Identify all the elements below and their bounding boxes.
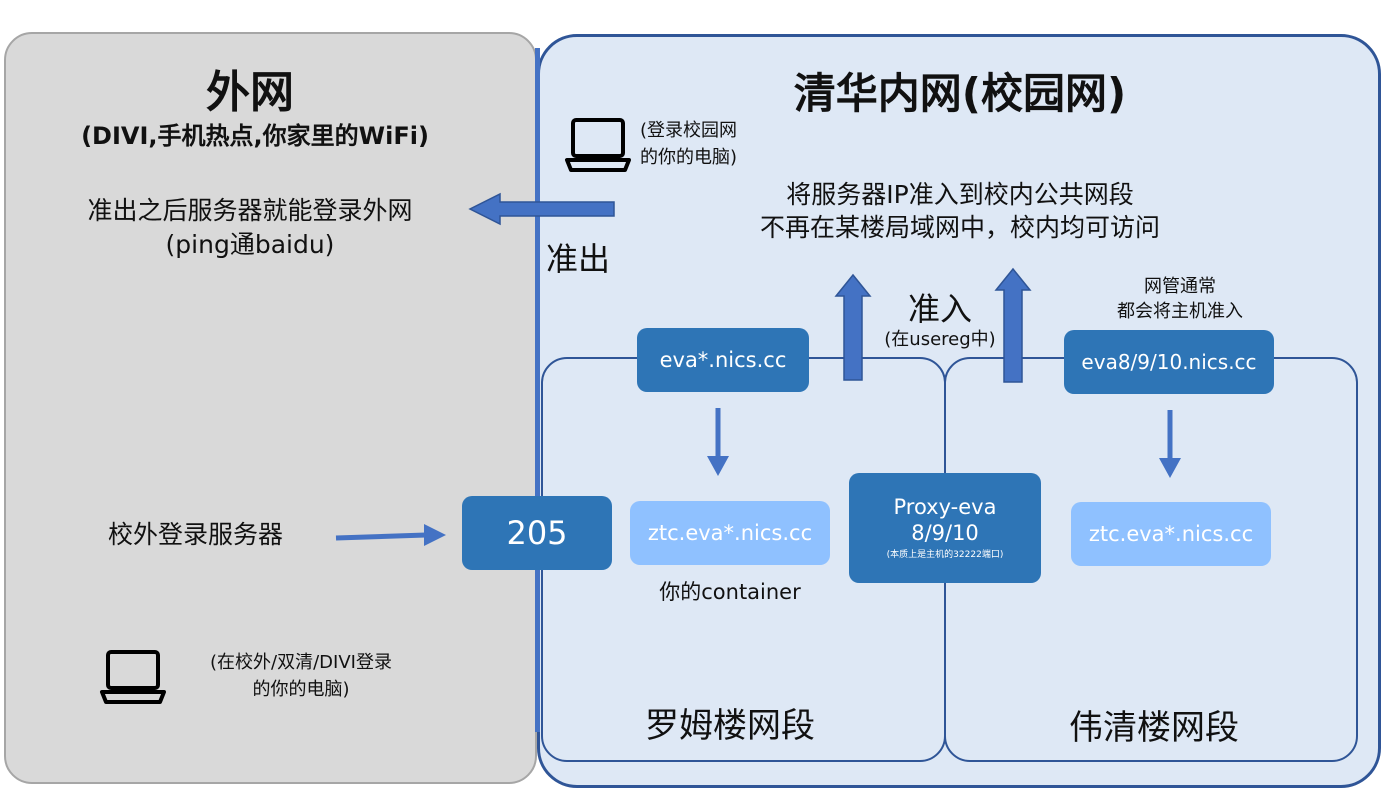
admin-note-line1: 网管通常: [1144, 276, 1216, 297]
login-from-outside-label: 校外登录服务器: [108, 520, 284, 549]
outside-laptop-note-line2: 的你的电脑): [252, 679, 350, 700]
outbound-text-line1: 准出之后服务器就能登录外网: [87, 196, 413, 225]
proxy-line1: Proxy-eva: [893, 495, 997, 519]
outbound-text-line2: (ping通baidu): [165, 230, 335, 259]
campus-title: 清华内网(校园网): [793, 69, 1127, 118]
luo-down-arrow: [707, 456, 729, 476]
zhunru-note: (在usereg中): [884, 329, 996, 350]
access-text-line1: 将服务器IP准入到校内公共网段: [786, 180, 1134, 209]
access-text-line2: 不再在某楼局域网中，校内均可访问: [759, 213, 1160, 242]
wei-container-box: ztc.eva*.nics.cc: [1071, 502, 1271, 566]
proxy-line2: 8/9/10: [911, 521, 979, 545]
network-divider: [535, 48, 540, 732]
external-title: 外网: [206, 67, 294, 118]
external-subtitle: (DIVI,手机热点,你家里的WiFi): [81, 122, 429, 150]
proxy-note: (本质上是主机的32222端口): [886, 550, 1004, 560]
external-network-panel: [4, 32, 537, 784]
container-caption: 你的container: [659, 580, 801, 604]
zhunchu-label: 准出: [546, 240, 611, 278]
luo-zone-label: 罗姆楼网段: [645, 706, 815, 746]
campus-laptop-note-line1: (登录校园网: [640, 120, 738, 141]
wei-zone-label: 伟清楼网段: [1069, 708, 1239, 748]
luo-host-box: eva*.nics.cc: [637, 328, 809, 392]
outbound-arrow: [468, 192, 615, 226]
login-arrow-head: [424, 524, 446, 546]
zhunru-arrow-left: [834, 273, 872, 381]
luo-container-box: ztc.eva*.nics.cc: [630, 501, 830, 565]
laptop-icon: [565, 118, 631, 172]
campus-laptop-note-line2: 的你的电脑): [640, 147, 738, 168]
zhunru-arrow-right: [994, 267, 1032, 383]
proxy-box: Proxy-eva 8/9/10 (本质上是主机的32222端口): [849, 473, 1041, 583]
admin-note-line2: 都会将主机准入: [1117, 301, 1243, 322]
wei-host-box: eva8/9/10.nics.cc: [1064, 330, 1274, 394]
wei-down-arrow: [1159, 458, 1181, 478]
jump-server-box: 205: [462, 496, 612, 570]
laptop-icon: [100, 650, 166, 704]
outside-laptop-note-line1: (在校外/双清/DIVI登录: [210, 652, 392, 673]
zhunru-label: 准入: [907, 290, 972, 328]
